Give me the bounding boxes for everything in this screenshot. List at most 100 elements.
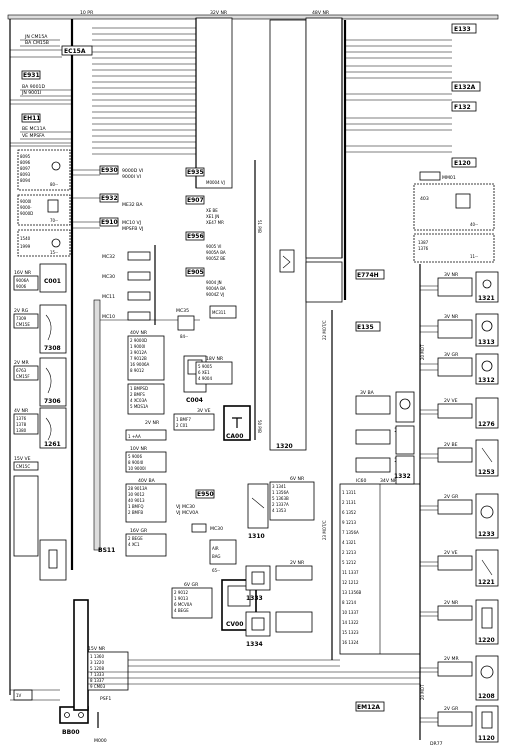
- svg-text:CM15C: CM15C: [16, 464, 30, 469]
- svg-text:6V GR: 6V GR: [184, 582, 199, 588]
- svg-text:MC30: MC30: [102, 274, 115, 280]
- svg-text:9004A BA: 9004A BA: [206, 286, 226, 291]
- svg-text:E905: E905: [187, 269, 204, 276]
- connector-16v-gr-center: 16V GR 2 BEGE 4 XC1: [125, 528, 167, 557]
- option-group-80: 8095 8096 8097 8093 8094 80--: [17, 149, 71, 191]
- svg-text:1332: 1332: [394, 473, 411, 480]
- component-1233: 2V GR 1233: [437, 493, 499, 539]
- svg-text:F132: F132: [454, 104, 471, 111]
- svg-text:18V NR: 18V NR: [206, 356, 224, 362]
- svg-text:40V BA: 40V BA: [138, 478, 156, 484]
- bottom-wire-runs: [88, 659, 420, 685]
- svg-text:BA CM15B: BA CM15B: [25, 40, 49, 46]
- svg-text:1540: 1540: [20, 236, 31, 241]
- svg-text:1208: 1208: [478, 693, 495, 700]
- svg-text:4 9004: 4 9004: [198, 376, 212, 381]
- connector-32v-nr: 32V NR: [195, 10, 233, 189]
- svg-text:4 1321: 4 1321: [342, 540, 356, 545]
- option-group-70: 9000I 9000- 9000D 70--: [17, 194, 71, 226]
- fuse-f132: F132: [451, 101, 477, 112]
- svg-text:80--: 80--: [50, 182, 59, 187]
- svg-text:1999: 1999: [20, 244, 31, 249]
- svg-text:E120: E120: [454, 160, 471, 167]
- svg-text:BAG: BAG: [212, 554, 221, 559]
- svg-text:2V VE: 2V VE: [444, 398, 458, 404]
- svg-text:E774H: E774H: [357, 272, 379, 279]
- svg-text:1380: 1380: [16, 428, 27, 433]
- fuse-e950: E950 VJ MC30 VJ MCV0A MC30: [176, 489, 223, 533]
- connector-c001: 16V NR 9006A 9006 C001: [13, 263, 67, 293]
- airbag-block: AIR BAG 65--: [209, 539, 237, 573]
- component-1333: 1333: [245, 565, 271, 602]
- svg-text:1233: 1233: [478, 531, 495, 538]
- svg-text:9006A: 9006A: [16, 278, 29, 283]
- svg-text:2V GR: 2V GR: [444, 706, 459, 712]
- svg-text:ME32 BA: ME32 BA: [122, 202, 143, 208]
- connector-2v-nr-center: 2V NR 1 +AA: [125, 420, 167, 441]
- svg-text:6 MCV0A: 6 MCV0A: [174, 602, 192, 607]
- svg-text:16 1324: 16 1324: [342, 640, 359, 645]
- fuse-eh11: EH11 BE MC11A VE MPSFA: [20, 113, 72, 140]
- fuse-e905: E905 9004 JN 9004A BA 9004Z VJ: [185, 267, 226, 297]
- fuse-e120: E120: [451, 157, 477, 168]
- connector-2v-gr: 1 BMPSD 2 BMFS 4 XC03A 5 MDS1A: [127, 383, 165, 415]
- svg-text:40 9013: 40 9013: [128, 498, 145, 503]
- svg-text:8094: 8094: [20, 178, 31, 183]
- connector-1261: 4V NR 1376 1378 1380 1261: [13, 407, 67, 449]
- svg-text:2 9000D: 2 9000D: [130, 338, 147, 343]
- svg-text:6V NR: 6V NR: [290, 476, 305, 482]
- component-1321: 3V NR 1321: [437, 271, 499, 303]
- svg-text:8093: 8093: [20, 172, 31, 177]
- svg-text:1376: 1376: [418, 246, 429, 251]
- fuse-em12a: EM12A: [355, 701, 385, 712]
- connector-48v-nr: 48V NR: [305, 10, 343, 259]
- svg-text:50 P/B: 50 P/B: [257, 420, 262, 433]
- svg-text:1 BMPSD: 1 BMPSD: [130, 386, 148, 391]
- connector-40v-nr: 40V NR 2 9000D 1 9000I 3 9012A 7 9012B 1…: [127, 330, 165, 381]
- svg-text:EC15A: EC15A: [64, 48, 86, 55]
- svg-text:8 1337: 8 1337: [90, 678, 104, 683]
- svg-text:E910: E910: [101, 219, 118, 226]
- svg-text:8 9012: 8 9012: [130, 368, 144, 373]
- svg-text:MC10: MC10: [102, 314, 115, 320]
- connector-32v-gr: [305, 261, 343, 303]
- svg-text:VJ MCV0A: VJ MCV0A: [176, 510, 199, 516]
- svg-text:1253: 1253: [478, 469, 495, 476]
- svg-text:MC32: MC32: [102, 254, 115, 260]
- component-1334: 1334: [245, 611, 271, 648]
- svg-text:1313: 1313: [478, 339, 495, 346]
- svg-text:1 BMF7: 1 BMF7: [176, 417, 191, 422]
- svg-text:9000-: 9000-: [20, 205, 32, 210]
- svg-text:9006: 9006: [16, 284, 27, 289]
- svg-text:IC60: IC60: [356, 478, 366, 484]
- svg-text:32V NR: 32V NR: [210, 10, 228, 16]
- svg-text:9000D: 9000D: [20, 211, 33, 216]
- connector-2v-nr-lower: 2V NR: [275, 560, 313, 633]
- svg-text:2V NR: 2V NR: [290, 560, 305, 566]
- svg-text:E133: E133: [454, 26, 471, 33]
- svg-text:28 9013A: 28 9013A: [128, 486, 148, 491]
- svg-text:6 1352: 6 1352: [342, 510, 356, 515]
- svg-text:11 1337: 11 1337: [342, 570, 359, 575]
- fuse-e135: E135: [355, 321, 381, 332]
- component-1332: 1332: [355, 455, 415, 485]
- svg-text:30 9012: 30 9012: [128, 492, 145, 497]
- svg-text:3V VE: 3V VE: [197, 408, 211, 414]
- connector-6v-gr: 6V GR 2 9012 1 9013 6 MCV0A 4 BEGE: [171, 582, 213, 619]
- component-1331: 1331: [355, 425, 415, 464]
- svg-text:51 P/B: 51 P/B: [257, 220, 262, 233]
- svg-text:CA00: CA00: [226, 433, 243, 440]
- svg-text:MC10 VJ: MC10 VJ: [122, 220, 141, 226]
- svg-text:2 C01: 2 C01: [176, 423, 188, 428]
- svg-text:9004 JN: 9004 JN: [206, 280, 222, 285]
- svg-text:15V VE: 15V VE: [14, 456, 31, 462]
- svg-text:7308: 7308: [44, 345, 61, 352]
- svg-text:2V MR: 2V MR: [14, 360, 29, 366]
- svg-text:8097: 8097: [20, 166, 31, 171]
- svg-text:C001: C001: [44, 278, 61, 285]
- svg-text:VE MPSFA: VE MPSFA: [22, 133, 45, 139]
- svg-text:84--: 84--: [180, 334, 189, 339]
- bs11-spine: [93, 299, 101, 551]
- svg-text:AIR: AIR: [212, 546, 219, 551]
- svg-text:XE BE: XE BE: [206, 208, 218, 213]
